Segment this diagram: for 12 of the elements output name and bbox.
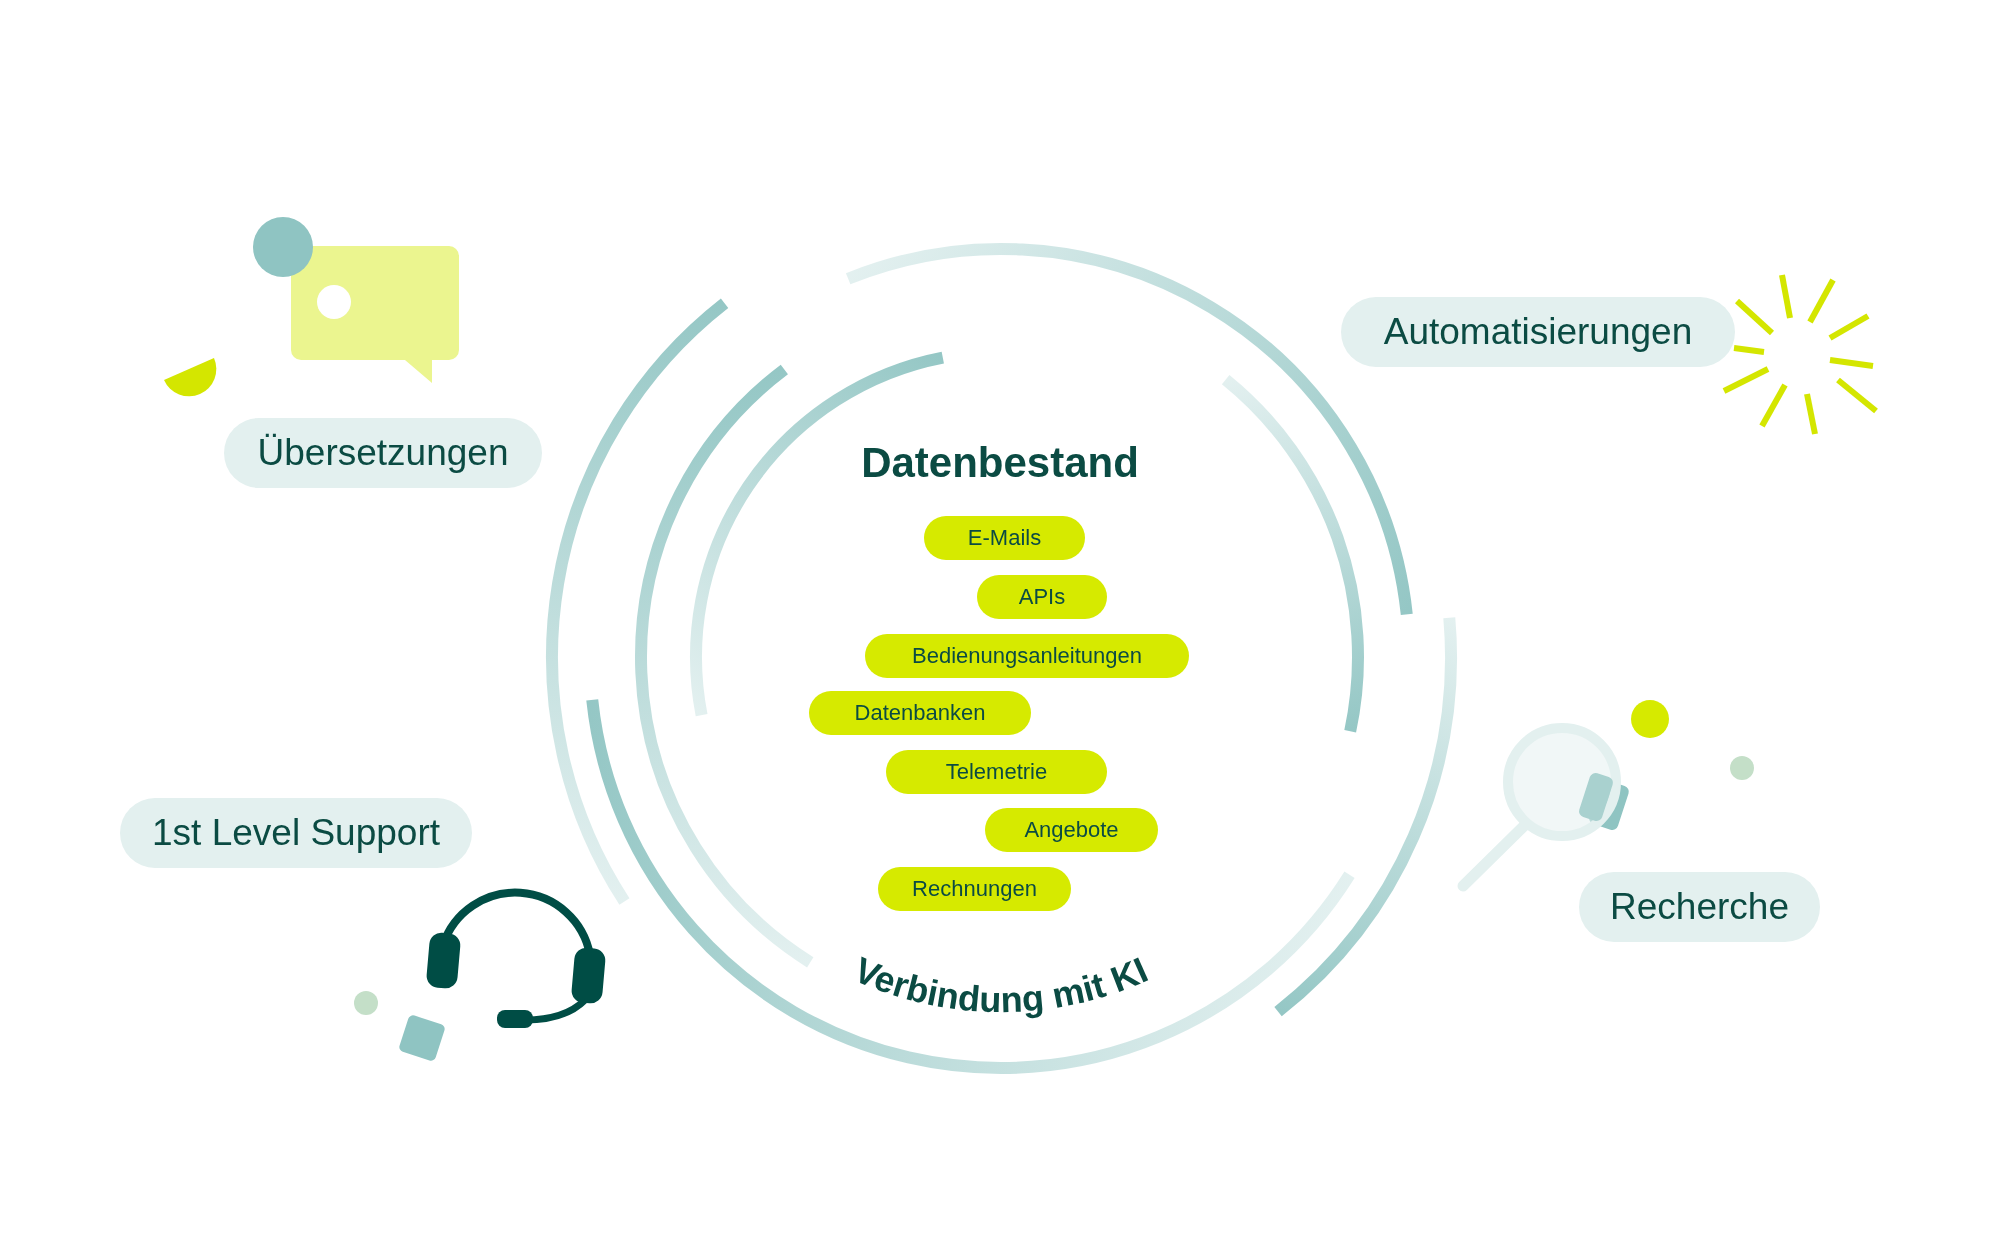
data-source-pill: Telemetrie	[886, 750, 1107, 794]
data-source-pill: APIs	[977, 575, 1107, 619]
data-source-pill: Angebote	[985, 808, 1158, 852]
data-source-pill: Bedienungsanleitungen	[865, 634, 1189, 678]
use-case-pill: Recherche	[1579, 872, 1820, 942]
data-source-pill: Datenbanken	[809, 691, 1031, 735]
use-case-pill: 1st Level Support	[120, 798, 472, 868]
use-case-pill: Übersetzungen	[224, 418, 542, 488]
data-source-pill: E-Mails	[924, 516, 1085, 560]
data-source-pill: Rechnungen	[878, 867, 1071, 911]
use-case-pill: Automatisierungen	[1341, 297, 1735, 367]
heading: Datenbestand	[861, 439, 1139, 487]
